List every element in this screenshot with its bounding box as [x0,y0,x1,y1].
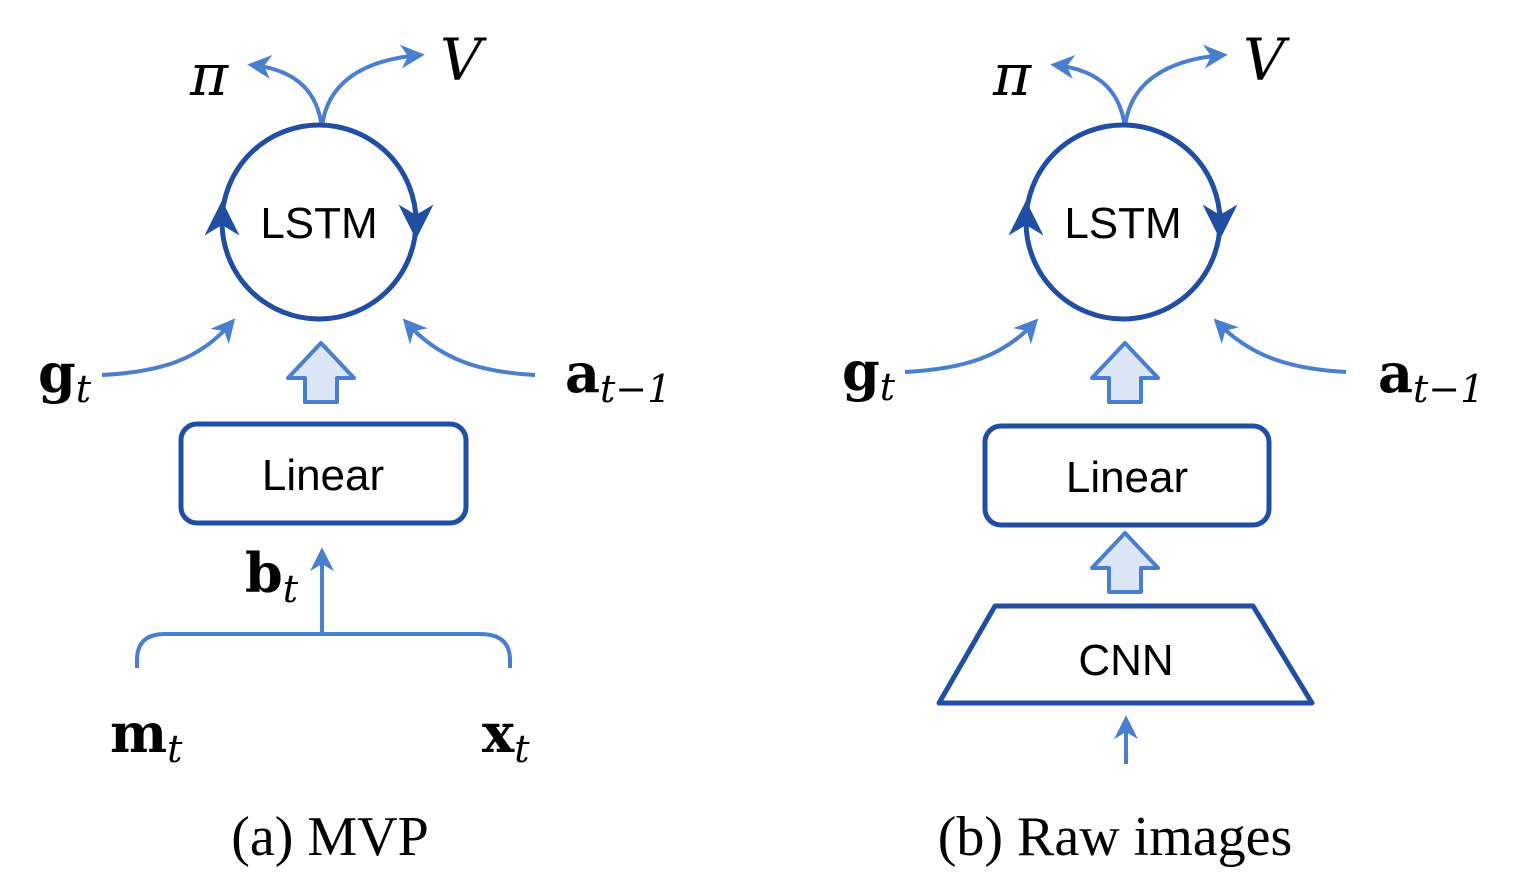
g-t-label: gt [38,341,92,411]
caption-b: (b) Raw images [938,806,1293,868]
a-input-arrow [1213,318,1347,374]
cnn-label: CNN [1078,636,1173,685]
g-t-label: gt [842,339,896,409]
pi-label: π [992,41,1032,109]
b-t-label: bt [245,541,299,611]
pi-output-arrow [247,55,324,129]
v-output-arrow [320,44,425,129]
linear-label: Linear [262,451,384,500]
g-input-arrow [101,318,236,377]
block-up-arrow-icon [1090,531,1160,594]
lstm-label: LSTM [1064,199,1181,248]
cnn-block [936,603,1315,706]
panel-b: π V LSTM gt at−1 Linear CNN (b) Raw imag… [842,26,1484,868]
v-label: V [440,26,487,94]
x-t-label: xt [482,701,530,771]
pi-label: π [189,41,229,109]
v-label: V [1243,26,1290,94]
caption-a: (a) MVP [231,806,429,868]
linear-block [178,421,469,526]
panel-a: π V LSTM gt at−1 Linear bt mt x [38,26,671,868]
pi-output-arrow [1050,55,1127,129]
input-brace [135,632,512,668]
block-up-arrow-icon [286,341,356,404]
linear-label: Linear [1066,453,1188,502]
a-t-1-label: at−1 [565,341,671,411]
v-output-arrow [1123,44,1228,129]
a-t-1-label: at−1 [1378,341,1484,411]
block-up-arrow-icon [1090,341,1160,404]
linear-block [982,423,1272,528]
g-input-arrow [904,318,1039,374]
lstm-label: LSTM [260,199,377,248]
a-input-arrow [402,318,536,377]
m-t-label: mt [110,701,183,771]
